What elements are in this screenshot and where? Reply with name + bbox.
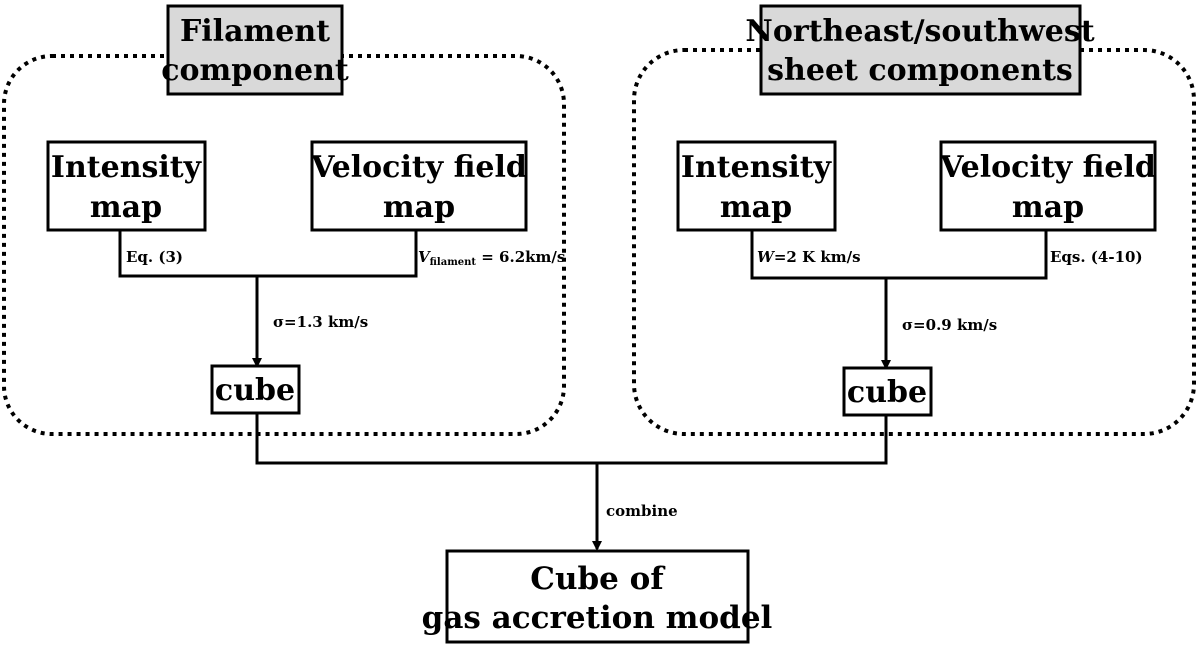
- sheet-title-line1: Northeast/southwest: [745, 14, 1094, 49]
- sheet-velocity-line1: Velocity field: [939, 150, 1156, 185]
- filament-title-box: [166, 4, 344, 96]
- sheet-velocity-line2: map: [1012, 190, 1084, 225]
- filament-title-line2: component: [161, 53, 349, 88]
- filament-velocity-label-v: V: [418, 248, 431, 266]
- filament-sigma-label: σ=1.3 km/s: [273, 313, 368, 331]
- final-line1: Cube of: [530, 561, 665, 597]
- sheet-intensity-line1: Intensity: [681, 150, 833, 185]
- sheet-velocity-label: Eqs. (4-10): [1050, 248, 1143, 266]
- filament-velocity-line2: map: [383, 190, 455, 225]
- filament-title-line1: Filament: [180, 14, 330, 49]
- combine-flow: combine: [255, 413, 888, 551]
- final-line2: gas accretion model: [422, 600, 773, 636]
- filament-velocity-label-sub: filament: [430, 257, 477, 268]
- filament-intensity-map-box: [46, 140, 207, 232]
- sheet-intensity-label-w: W: [757, 248, 776, 266]
- sheet-intensity-label: W=2 K km/s: [757, 248, 861, 266]
- filament-group-border: [2, 54, 566, 436]
- sheet-velocity-map-box: [939, 140, 1157, 232]
- sheet-title-line2: sheet components: [767, 53, 1073, 88]
- sheet-intensity-line2: map: [720, 190, 792, 225]
- filament-velocity-label-value: = 6.2km/s: [476, 248, 565, 266]
- filament-intensity-line2: map: [90, 190, 162, 225]
- combine-connector: [255, 413, 888, 465]
- final-cube-box: [445, 549, 750, 644]
- combine-label: combine: [606, 502, 678, 520]
- filament-velocity-line1: Velocity field: [310, 150, 527, 185]
- final-output: Cube of gas accretion model: [422, 549, 773, 644]
- filament-merge-connector: [118, 231, 418, 278]
- filament-component-group: Filament component Intensity map Velocit…: [2, 4, 566, 436]
- sheet-cube-box: [842, 366, 933, 417]
- sheet-intensity-label-value: =2 K km/s: [774, 248, 861, 266]
- sheet-title-box: [759, 4, 1082, 96]
- sheet-merge-connector: [750, 231, 1048, 280]
- filament-velocity-map-box: [310, 140, 528, 232]
- filament-intensity-line1: Intensity: [51, 150, 203, 185]
- sheet-components-group: Northeast/southwest sheet components Int…: [632, 4, 1196, 436]
- filament-cube-label: cube: [215, 373, 295, 408]
- sheet-intensity-map-box: [676, 140, 837, 232]
- sheet-sigma-label: σ=0.9 km/s: [902, 316, 997, 334]
- filament-intensity-label: Eq. (3): [126, 248, 183, 266]
- filament-velocity-label: Vfilament = 6.2km/s: [418, 248, 565, 268]
- sheet-cube-label: cube: [847, 375, 927, 410]
